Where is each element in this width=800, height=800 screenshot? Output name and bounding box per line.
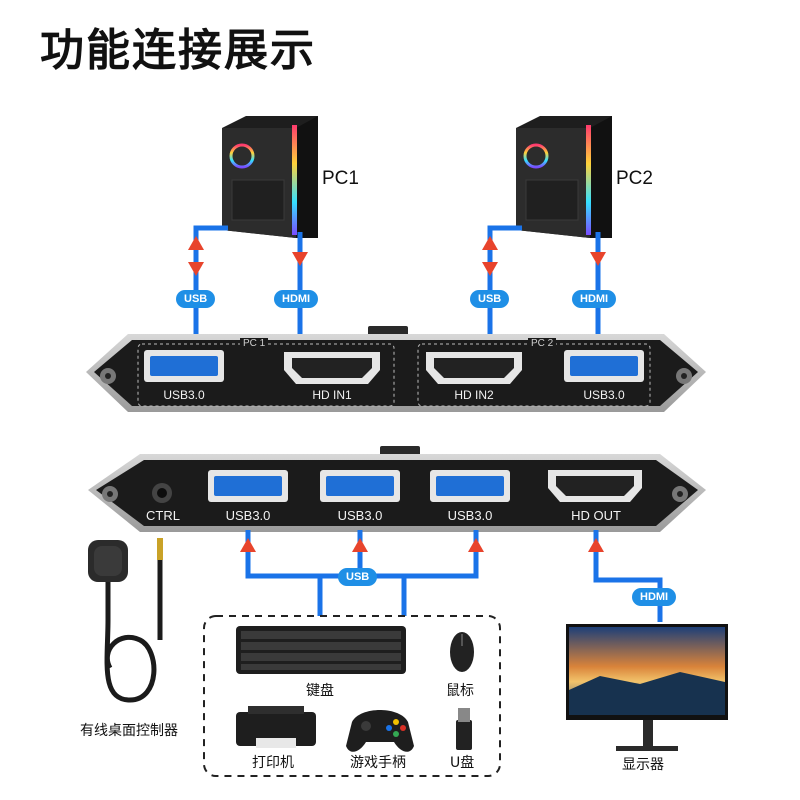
peripherals-box (203, 615, 501, 777)
desktop-controller-icon (88, 538, 163, 703)
port-label: HD IN2 (454, 388, 494, 402)
port-label: USB3.0 (583, 388, 625, 402)
group-label-pc2: PC 2 (528, 338, 557, 349)
keyboard-icon (236, 626, 406, 674)
port-label: CTRL (146, 508, 180, 523)
controller-label: 有线桌面控制器 (80, 723, 178, 739)
hdmi-port-icon (284, 352, 380, 384)
monitor-icon (566, 624, 728, 751)
group-label-pc1: PC 1 (240, 338, 269, 349)
ctrl-jack-icon (152, 483, 172, 503)
usb-badge: USB (338, 568, 378, 586)
port-label: USB3.0 (225, 508, 271, 523)
pc2-tower-icon (516, 116, 612, 238)
udisk-label: U盘 (450, 755, 475, 771)
page-title: 功能连接展示 (40, 25, 316, 76)
gamepad-label: 游戏手柄 (350, 755, 406, 771)
pc1-tower-icon (222, 116, 318, 238)
mouse-icon (450, 632, 474, 672)
port-label: USB3.0 (163, 388, 205, 402)
usb-port-icon (430, 470, 510, 502)
port-label: HD OUT (571, 508, 621, 523)
monitor-label: 显示器 (622, 757, 664, 773)
usb-drive-icon (456, 708, 472, 750)
switch-top-panel (86, 326, 706, 412)
pc1-label: PC1 (322, 168, 359, 189)
port-label: HD IN1 (312, 388, 352, 402)
usb-port-icon (320, 470, 400, 502)
usb-port-icon (208, 470, 288, 502)
top-cables (193, 225, 601, 338)
pc2-label: PC2 (616, 168, 653, 189)
hdmi-badge: HDMI (632, 588, 677, 606)
mouse-label: 鼠标 (446, 683, 474, 699)
hdmi-badge: HDMI (572, 290, 617, 308)
hdmi-port-icon (548, 470, 642, 502)
gamepad-icon (346, 710, 414, 752)
switch-bottom-panel (88, 446, 706, 532)
hdmi-badge: HDMI (274, 290, 319, 308)
hdmi-port-icon (426, 352, 522, 384)
usb-port-icon (144, 350, 224, 382)
usb-badge: USB (470, 290, 510, 308)
printer-icon (236, 706, 316, 748)
port-label: USB3.0 (447, 508, 493, 523)
bottom-arrows (240, 538, 604, 552)
usb-port-icon (564, 350, 644, 382)
printer-label: 打印机 (252, 755, 294, 771)
keyboard-label: 键盘 (306, 683, 334, 699)
top-arrows (188, 236, 606, 276)
port-label: USB3.0 (337, 508, 383, 523)
usb-badge: USB (176, 290, 216, 308)
